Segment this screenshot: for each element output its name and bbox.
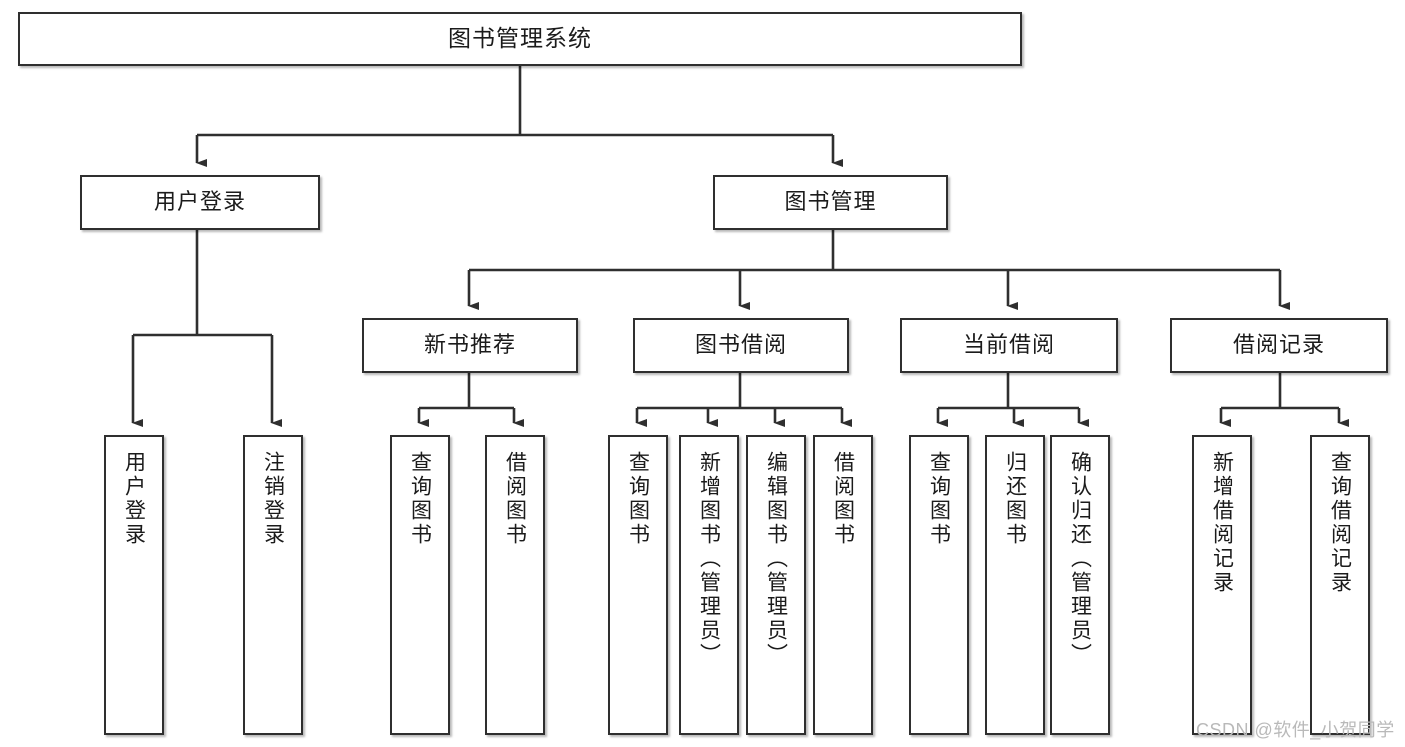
node-leaf-add-borrow-record[interactable]: 新增借阅记录 [1192,435,1252,735]
node-label: 借阅图书 [503,451,527,547]
node-label: 用户登录 [153,189,246,215]
node-label: 用户登录 [122,451,146,547]
node-leaf-logout[interactable]: 注销登录 [243,435,303,735]
node-leaf-query-book-current[interactable]: 查询图书 [909,435,969,735]
node-label: 查询图书 [408,451,432,547]
node-label: 归还图书 [1003,451,1027,547]
node-label: 新增借阅记录 [1210,451,1234,595]
node-leaf-borrow-book[interactable]: 借阅图书 [813,435,873,735]
node-root-system[interactable]: 图书管理系统 [18,12,1022,66]
node-label: 查询图书 [927,451,951,547]
node-label: 新书推荐 [423,332,516,358]
node-label: 查询借阅记录 [1328,451,1352,595]
node-user-login[interactable]: 用户登录 [80,175,320,230]
node-label: 图书借阅 [694,332,787,358]
node-leaf-edit-book-admin[interactable]: 编辑图书（管理员） [746,435,806,735]
node-label: 新增图书（管理员） [697,451,721,667]
node-label: 查询图书 [626,451,650,547]
node-leaf-user-login[interactable]: 用户登录 [104,435,164,735]
node-leaf-borrow-book-recommend[interactable]: 借阅图书 [485,435,545,735]
node-label: 编辑图书（管理员） [764,451,788,667]
node-leaf-add-book-admin[interactable]: 新增图书（管理员） [679,435,739,735]
node-book-borrow[interactable]: 图书借阅 [633,318,849,373]
node-label: 注销登录 [261,451,285,547]
node-label: 图书管理 [784,189,877,215]
node-leaf-query-borrow-record[interactable]: 查询借阅记录 [1310,435,1370,735]
node-leaf-confirm-return-admin[interactable]: 确认归还（管理员） [1050,435,1110,735]
node-label: 当前借阅 [962,332,1055,358]
csdn-watermark: CSDN @软件_小贺同学 [1196,720,1395,740]
node-book-manage[interactable]: 图书管理 [713,175,948,230]
node-leaf-query-book-borrow[interactable]: 查询图书 [608,435,668,735]
node-current-borrow[interactable]: 当前借阅 [900,318,1118,373]
node-label: 借阅记录 [1232,332,1325,358]
node-new-book-recommend[interactable]: 新书推荐 [362,318,578,373]
node-leaf-query-book-recommend[interactable]: 查询图书 [390,435,450,735]
node-label: 确认归还（管理员） [1068,451,1092,667]
node-leaf-return-book[interactable]: 归还图书 [985,435,1045,735]
node-borrow-record[interactable]: 借阅记录 [1170,318,1388,373]
node-label: 图书管理系统 [448,25,592,52]
node-label: 借阅图书 [831,451,855,547]
